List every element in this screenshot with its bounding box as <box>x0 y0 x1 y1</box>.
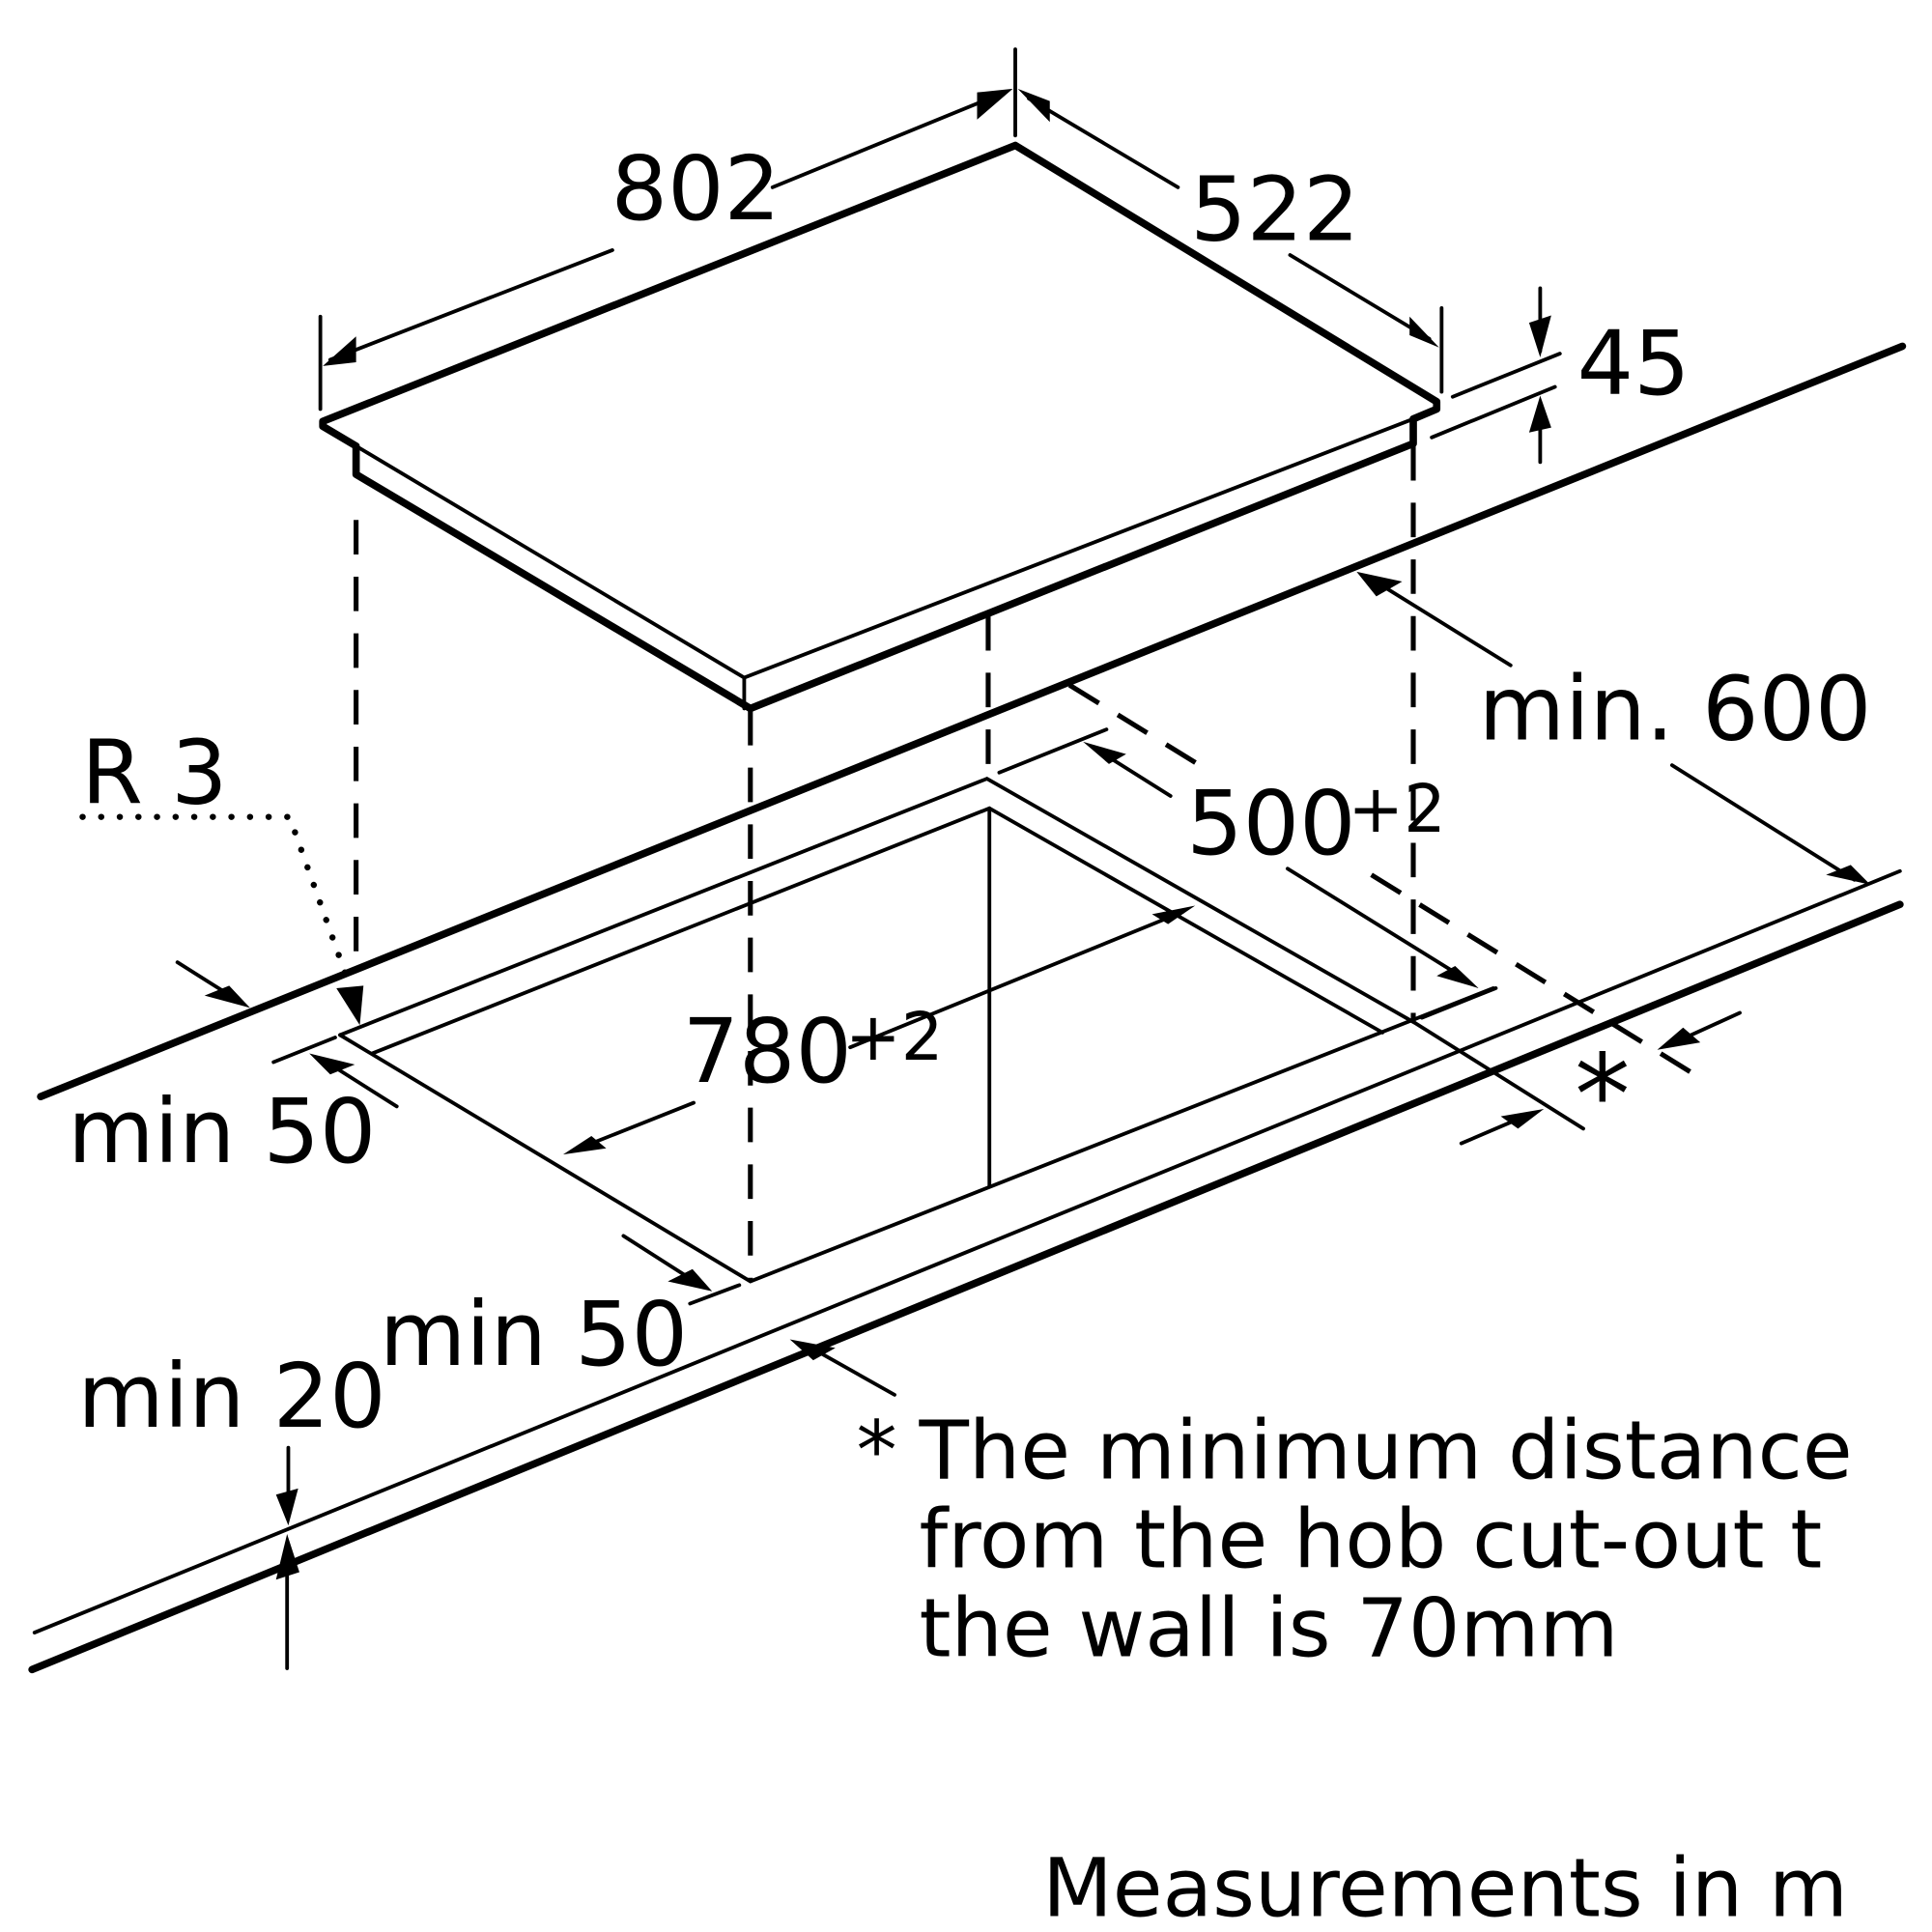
label-radius: R 3 <box>81 722 227 825</box>
footnote-line-3: the wall is 70mm <box>920 1580 1619 1675</box>
label-min-600: min. 600 <box>1479 657 1872 760</box>
hob-outline <box>319 141 1441 713</box>
label-cutout-width: 780 <box>683 1000 852 1103</box>
dimension-lines <box>79 47 1871 1670</box>
label-min-50-side: min 50 <box>68 1080 376 1183</box>
label-min-50-front: min 50 <box>380 1283 688 1386</box>
label-asterisk: * <box>1575 1031 1630 1160</box>
projection-lines <box>354 445 1692 1282</box>
label-hob-height: 45 <box>1577 312 1690 415</box>
label-cutout-depth-tol: +2 <box>1348 771 1446 848</box>
footnote-line-2: from the hob cut-out t <box>920 1492 1823 1586</box>
units-note: Measurements in m <box>1042 1840 1848 1932</box>
footnote-marker: * <box>856 1404 896 1498</box>
footnote: * The minimum distance from the hob cut-… <box>856 1404 1852 1676</box>
label-cutout-width-tol: +2 <box>845 999 944 1076</box>
dimension-labels: 802 522 45 min. 600 500 +2 780 +2 R 3 mi… <box>68 137 1871 1448</box>
label-cutout-depth: 500 <box>1186 772 1355 875</box>
footnote-line-1: The minimum distance <box>919 1404 1853 1498</box>
label-hob-depth: 522 <box>1190 158 1359 262</box>
label-hob-width: 802 <box>611 137 781 241</box>
worktop <box>28 342 1907 1674</box>
label-min-20: min 20 <box>77 1345 385 1448</box>
